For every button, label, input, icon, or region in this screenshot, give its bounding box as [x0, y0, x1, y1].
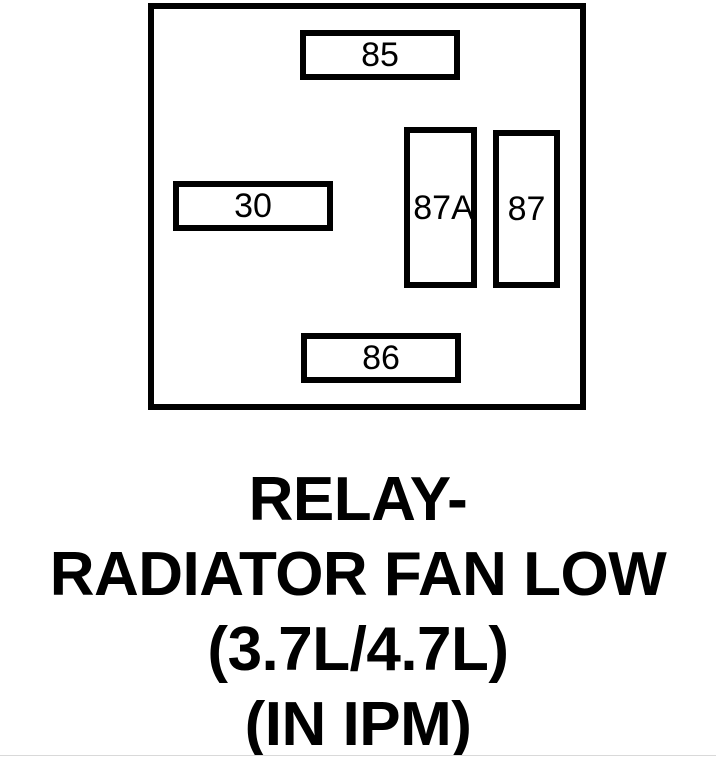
bottom-rule: [0, 755, 716, 756]
bottom-clip-mask: [0, 756, 716, 764]
terminal-87-label: 87: [507, 190, 546, 228]
relay-body-outline: 85 30 87A 87 86: [148, 3, 586, 410]
caption-line-1: RELAY-: [248, 465, 468, 534]
terminal-86-label: 86: [362, 339, 400, 377]
caption-line-2: RADIATOR FAN LOW: [49, 540, 667, 609]
caption-line-4: (IN IPM): [244, 690, 472, 759]
terminal-87: 87: [493, 130, 560, 288]
terminal-30-label: 30: [234, 187, 272, 225]
terminal-85-label: 85: [361, 36, 399, 74]
terminal-86: 86: [301, 333, 461, 383]
caption-line-3: (3.7L/4.7L): [207, 615, 509, 684]
terminal-87a-label: 87A: [413, 188, 474, 227]
terminal-30: 30: [173, 181, 333, 231]
terminal-87a: 87A: [404, 127, 477, 288]
terminal-85: 85: [300, 30, 460, 80]
relay-caption: RELAY- RADIATOR FAN LOW (3.7L/4.7L) (IN …: [0, 462, 716, 762]
